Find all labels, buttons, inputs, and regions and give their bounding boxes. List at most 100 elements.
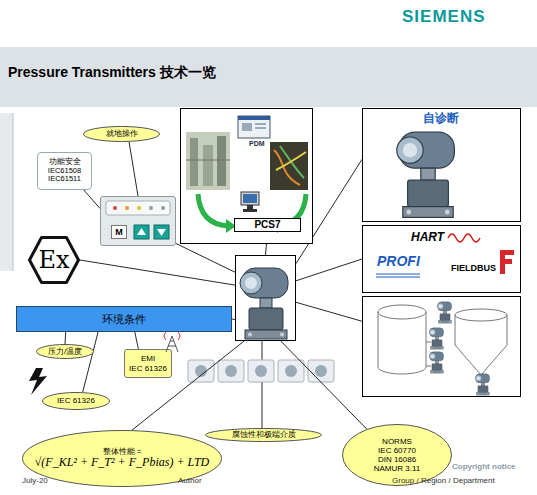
node-label: 就地操作 xyxy=(106,129,138,138)
feature-box: EMIIEC 61326 xyxy=(124,349,172,378)
radio-wave xyxy=(164,332,180,340)
keypad-display xyxy=(125,206,129,210)
profibus-stripes xyxy=(376,274,420,277)
hexagon-outline xyxy=(30,238,79,283)
media-sample-disc xyxy=(195,365,327,377)
cabinet-photo xyxy=(274,150,300,185)
transmitter-icon xyxy=(397,132,455,217)
feature-ellipse: 整体性能 =√(F_KL² + F_T² + F_Pbias) + LTD xyxy=(22,430,222,487)
node-label: EMI xyxy=(141,354,155,363)
plant-photo xyxy=(203,145,213,186)
company-logo: SIEMENS xyxy=(402,8,486,27)
software-window xyxy=(255,123,266,125)
monitor-icon xyxy=(243,209,257,212)
profibus-stripes xyxy=(376,274,420,275)
node-label: 整体性能 = xyxy=(103,447,142,456)
media-sample-disc xyxy=(315,365,327,377)
transmitter-icon xyxy=(429,328,443,349)
plant-photo xyxy=(186,132,230,190)
hart-wave xyxy=(448,234,480,242)
ellipse-outline xyxy=(343,425,452,486)
connector-line xyxy=(129,142,138,196)
node-label: 功能安全 IEC61508 IEC61511 xyxy=(44,158,86,184)
transmitter-box xyxy=(235,255,296,341)
footer-text: July-20 xyxy=(22,477,48,486)
plant-photo xyxy=(190,138,198,186)
fieldbus-logo xyxy=(500,250,514,274)
keypad-display xyxy=(106,201,170,215)
protocol-logo: FIELDBUS xyxy=(451,263,496,273)
connector-line xyxy=(65,332,67,344)
box-heading: 自诊断 xyxy=(423,112,459,126)
image-box: HART PROFI FIELDBUS xyxy=(362,225,521,293)
monitor-icon xyxy=(241,192,259,205)
protocol-logo: PROFI xyxy=(377,253,420,269)
media-sample-row xyxy=(188,360,334,382)
node-label: 压力/温度 xyxy=(48,347,82,356)
slide-title: Pressure Transmitters 技术一览 xyxy=(8,65,216,80)
cabinet-photo xyxy=(270,142,308,190)
transmitter-icon xyxy=(240,268,288,339)
feature-ellipse: 腐蚀性和极端介质 xyxy=(205,428,322,442)
transmitter-icon xyxy=(397,132,455,217)
profibus-stripes xyxy=(376,277,420,278)
header-band xyxy=(0,47,537,107)
plant-photo xyxy=(186,160,230,161)
keypad-display xyxy=(149,206,153,210)
node-label: 环境条件 xyxy=(102,313,146,326)
connector-line xyxy=(84,190,100,209)
leader-line xyxy=(262,341,263,428)
plant-photo xyxy=(186,132,230,190)
tank-drawing xyxy=(455,315,507,375)
cabinet-photo xyxy=(270,142,308,190)
keypad-display xyxy=(161,206,165,210)
system-label: PCS7 xyxy=(234,218,301,232)
monitor-icon xyxy=(243,194,257,203)
side-frame xyxy=(0,113,13,271)
connector-line xyxy=(296,302,362,321)
formula: √(F_KL² + F_T² + F_Pbias) + LTD xyxy=(35,456,210,470)
connector-line xyxy=(80,260,235,285)
transmitter-icon xyxy=(437,302,451,323)
transmitter-icon xyxy=(429,352,443,373)
keypad-panel: M xyxy=(100,196,176,246)
feature-ellipse: 就地操作 xyxy=(83,126,160,142)
cycle-arrow xyxy=(268,219,278,233)
media-sample-row xyxy=(248,360,274,382)
lightning-symbol xyxy=(29,368,47,395)
tank-drawing xyxy=(426,366,431,367)
feature-ellipse: NORMSIEC 60770 DIN 16086 NAMUR 3.11 xyxy=(342,424,452,486)
media-sample-row xyxy=(188,360,214,382)
plant-photo xyxy=(217,136,226,186)
feature-ellipse: IEC 61326 xyxy=(42,392,110,410)
hart-wave xyxy=(448,234,480,242)
keypad-display xyxy=(137,206,141,210)
software-window xyxy=(242,123,252,131)
ellipse-outline xyxy=(43,393,110,410)
image-box: PDM PCS7 xyxy=(180,108,313,244)
media-sample-row xyxy=(218,360,244,382)
transmitter-icon xyxy=(429,302,489,395)
safety-box: 功能安全 IEC61508 IEC61511 xyxy=(37,152,92,190)
cabinet-photo xyxy=(280,146,304,178)
connector-line xyxy=(281,341,367,429)
node-label: NORMS xyxy=(382,437,412,446)
software-window xyxy=(255,127,266,129)
protocol-logo: HART xyxy=(411,231,444,245)
media-sample-disc xyxy=(285,365,297,377)
keypad-button xyxy=(157,229,166,236)
software-label: PDM xyxy=(249,140,265,148)
keypad-button xyxy=(134,225,169,239)
node-label: IEC 60770 DIN 16086 NAMUR 3.11 xyxy=(372,446,422,474)
keypad-key: M xyxy=(111,225,127,239)
header-band xyxy=(0,47,537,107)
cycle-arrow xyxy=(226,219,236,233)
connector-line xyxy=(265,244,267,255)
footer-text: Author xyxy=(178,477,202,486)
tank-drawing xyxy=(378,312,426,374)
connector-line xyxy=(176,244,235,273)
image-box: 自诊断 xyxy=(362,108,521,222)
ellipse-outline xyxy=(84,127,160,142)
